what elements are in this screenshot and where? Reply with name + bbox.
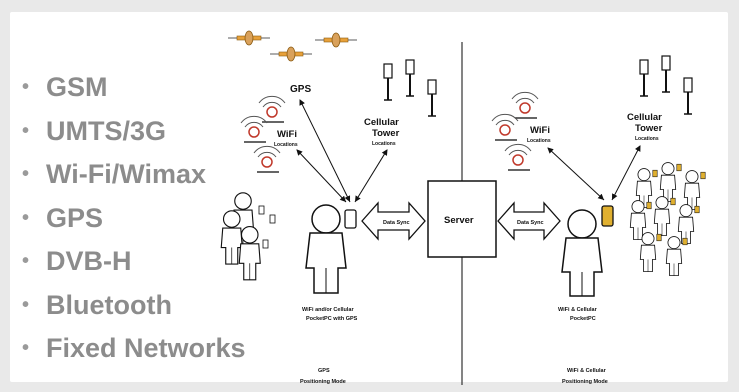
bullet-dot-icon: • — [22, 250, 30, 273]
bullet-dot-icon: • — [22, 76, 30, 99]
bullet-item: •GSM — [22, 72, 108, 103]
technology-bullet-list: •GSM •UMTS/3G •Wi-Fi/Wimax •GPS •DVB-H •… — [22, 66, 282, 371]
wifi-signal-arrow — [296, 149, 347, 203]
wifi-hotspot-icon — [253, 145, 281, 173]
right-device-caption-2: PocketPC — [570, 316, 596, 322]
cellular-label: Cellular — [364, 117, 399, 128]
cell-tower-icon — [683, 77, 693, 115]
satellite-icon — [227, 30, 271, 46]
bullet-dot-icon: • — [22, 293, 30, 316]
crowd-icon — [220, 192, 276, 281]
right-mode-label-1: WiFi & Cellular — [567, 368, 607, 374]
right-wifi-label: WiFi — [530, 125, 550, 136]
data-sync-arrow-left — [361, 201, 426, 241]
cell-tower-icon — [427, 79, 437, 117]
data-sync-arrow-right — [497, 201, 561, 241]
left-mode-label-2: Positioning Mode — [300, 379, 346, 385]
user-with-pocketpc — [305, 204, 357, 294]
tower-label: Tower — [372, 128, 400, 139]
wifi-hotspot-icon — [258, 95, 286, 123]
satellite-icon — [269, 46, 313, 62]
bullet-item: •GPS — [22, 202, 104, 233]
wifi-hotspot-icon — [504, 143, 532, 171]
bullet-dot-icon: • — [22, 337, 30, 360]
bullet-dot-icon: • — [22, 119, 30, 142]
left-device-caption-1: WiFi and/or Cellular — [302, 307, 354, 313]
gps-signal-arrow — [299, 99, 351, 203]
bullet-item: •Fixed Networks — [22, 333, 246, 364]
data-sync-left-label: Data Sync — [383, 220, 410, 226]
user-with-pocketpc — [561, 205, 614, 297]
bullet-item: •UMTS/3G — [22, 115, 167, 146]
left-device-caption-2: PocketPC with GPS — [306, 316, 358, 322]
right-tower-label: Tower — [635, 123, 663, 134]
crowd-icon — [629, 162, 706, 277]
bullet-dot-icon: • — [22, 163, 30, 186]
right-mode-label-2: Positioning Mode — [562, 379, 608, 385]
pocketpc-device-icon — [344, 209, 357, 229]
data-sync-right-label: Data Sync — [517, 220, 544, 226]
right-tower-locations-label: Locations — [635, 136, 659, 142]
bullet-item: •Bluetooth — [22, 289, 172, 320]
cell-tower-icon — [639, 59, 649, 97]
pocketpc-device-icon — [601, 205, 614, 227]
cell-tower-icon — [383, 63, 393, 101]
bullet-item: •DVB-H — [22, 246, 132, 277]
cell-tower-icon — [661, 55, 671, 93]
gps-label: GPS — [290, 84, 311, 95]
satellite-icon — [314, 32, 358, 48]
bullet-item: •Wi-Fi/Wimax — [22, 159, 207, 190]
wifi-signal-arrow — [547, 147, 605, 201]
wifi-locations-label: Locations — [274, 142, 298, 148]
cell-signal-arrow — [611, 145, 641, 201]
right-cellular-label: Cellular — [627, 112, 662, 123]
server-box — [427, 180, 497, 258]
wifi-hotspot-icon — [491, 113, 519, 141]
cell-signal-arrow — [354, 149, 388, 203]
left-mode-label-1: GPS — [318, 368, 330, 374]
bullet-dot-icon: • — [22, 206, 30, 229]
wifi-hotspot-icon — [240, 115, 268, 143]
right-device-caption-1: WiFi & Cellular — [558, 307, 598, 313]
wifi-label: WiFi — [277, 129, 297, 140]
server-label: Server — [444, 215, 474, 226]
tower-locations-label: Locations — [372, 141, 396, 147]
wifi-hotspot-icon — [511, 91, 539, 119]
cell-tower-icon — [405, 59, 415, 97]
right-wifi-locations-label: Locations — [527, 138, 551, 144]
